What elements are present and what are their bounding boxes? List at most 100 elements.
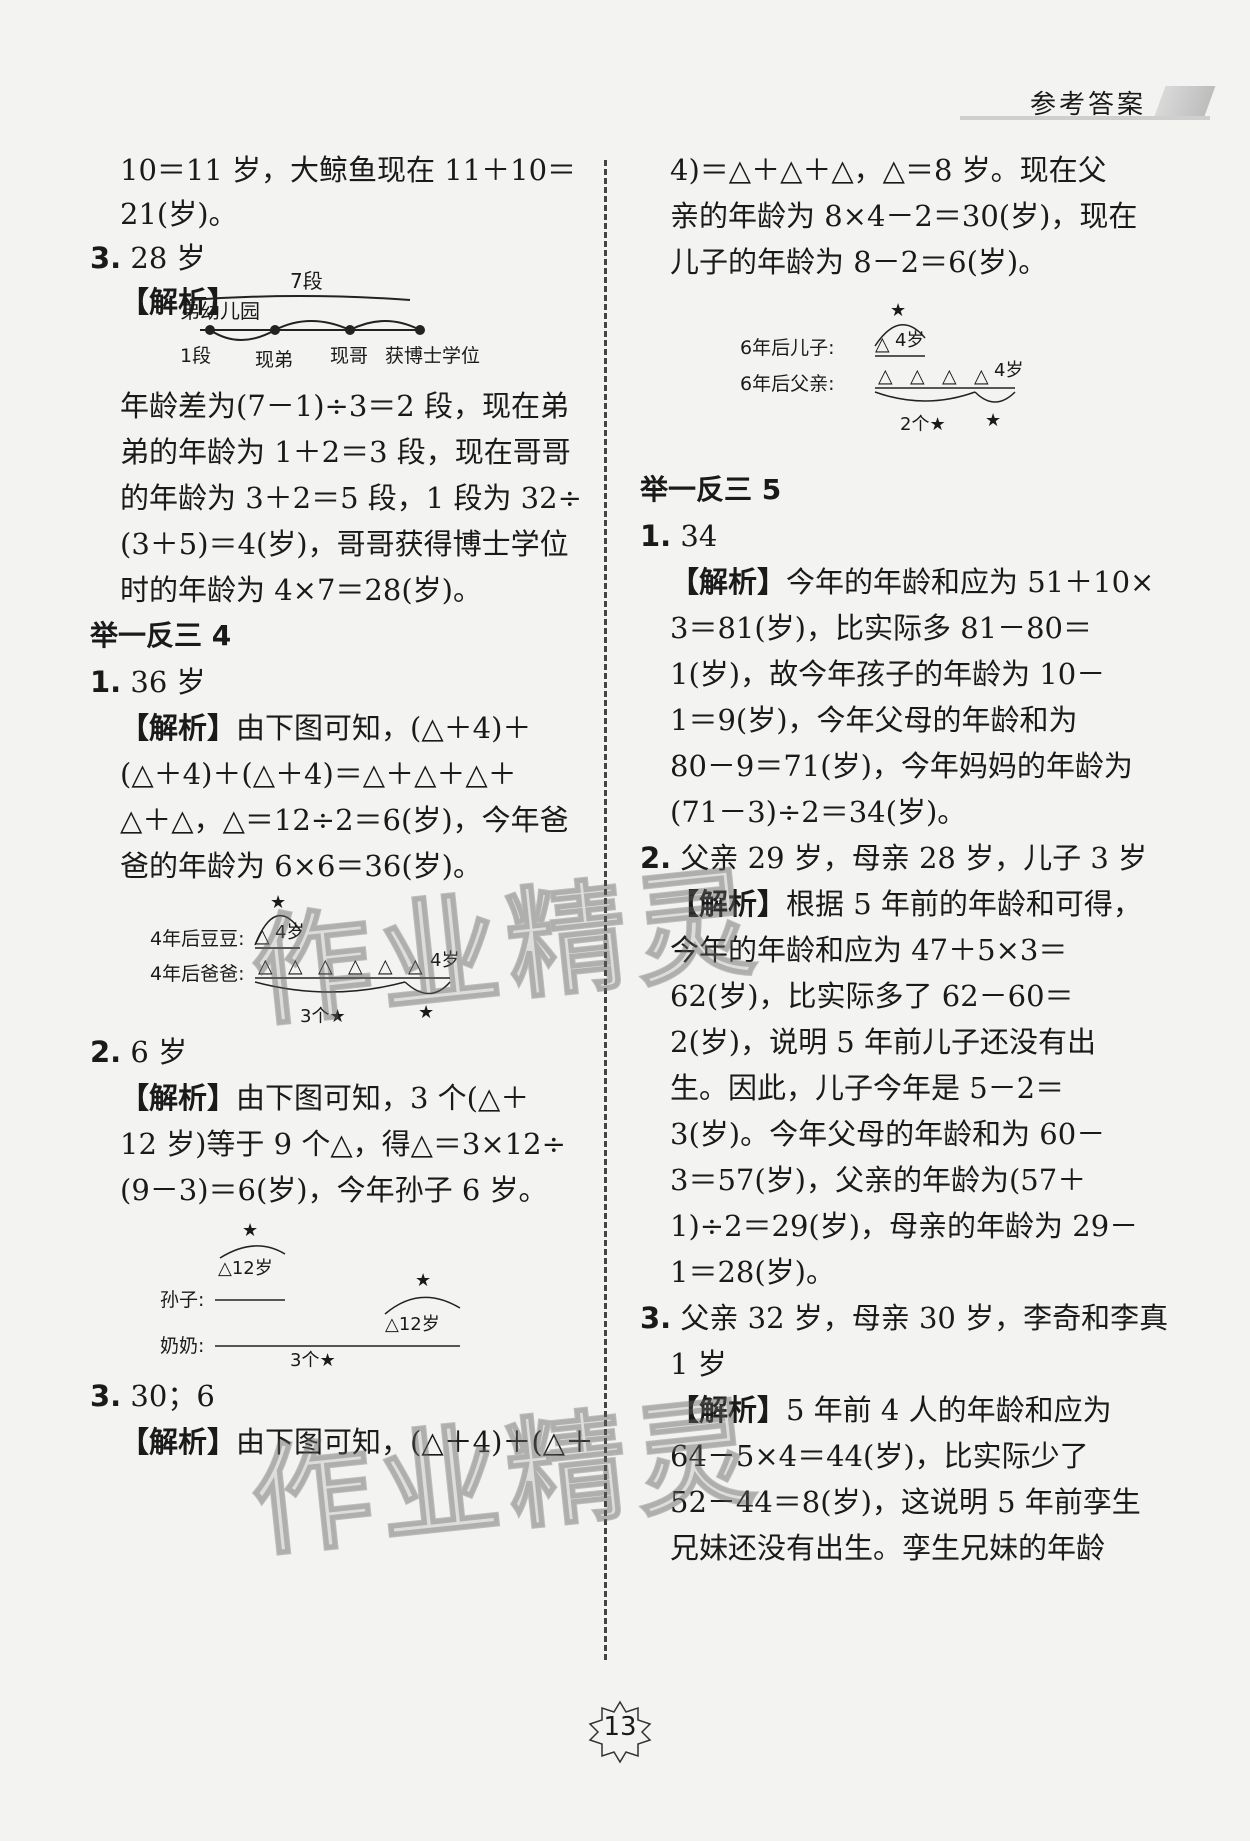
text-line: 生。因此，儿子今年是 5－2＝: [670, 1071, 1065, 1105]
diagram-label: 弟幼儿园: [180, 299, 260, 323]
diagram-label: △: [288, 955, 303, 977]
text-line: 由下图可知，(△＋4)＋: [236, 711, 532, 745]
diagram-label: △: [378, 955, 393, 977]
analysis-line: 【解析】今年的年龄和应为 51＋10×: [640, 562, 1154, 602]
answer-item: 1. 36 岁: [90, 662, 206, 702]
answer-item: 1. 34: [640, 516, 717, 556]
diagram-label: △12岁: [385, 1314, 440, 1335]
item-number: 2.: [640, 841, 672, 875]
diagram-label: △: [348, 955, 363, 977]
analysis-tag: 【解析】: [120, 285, 237, 319]
star-icon: ★: [415, 1270, 431, 1291]
answer-item: 3. 父亲 32 岁，母亲 30 岁，李奇和李真: [640, 1298, 1168, 1338]
text-line: 2(岁)，说明 5 年前儿子还没有出: [670, 1025, 1096, 1059]
diagram-label: △12岁: [218, 1258, 273, 1279]
answer-text: 6 岁: [130, 1035, 188, 1069]
diagram-label: 孙子:: [160, 1289, 204, 1311]
diagram-label: △: [910, 365, 925, 387]
text-line: 4)＝△＋△＋△，△＝8 岁。现在父: [670, 153, 1107, 187]
column-divider: [604, 160, 607, 1660]
text-line: 年龄差为(7－1)÷3＝2 段，现在弟: [120, 389, 569, 423]
diagram-label: 获博士学位: [385, 345, 480, 367]
text-line: 今年的年龄和应为 51＋10×: [786, 565, 1155, 599]
text-line: 1)÷2＝29(岁)，母亲的年龄为 29－: [670, 1209, 1139, 1243]
text-line: (9－3)＝6(岁)，今年孙子 6 岁。: [120, 1173, 548, 1207]
item-number: 1.: [90, 665, 122, 699]
text-line: 62(岁)，比实际多了 62－60＝: [670, 979, 1074, 1013]
diagram-label: △: [408, 955, 423, 977]
answer-item: 2. 6 岁: [90, 1032, 187, 1072]
text-line: 由下图可知，(△＋4)＋(△＋: [236, 1425, 595, 1459]
diagram-label: △: [942, 365, 957, 387]
text-line: 1＝9(岁)，今年父母的年龄和为: [670, 703, 1078, 737]
analysis-line: 【解析】根据 5 年前的年龄和可得，: [640, 884, 1142, 924]
item-number: 1.: [640, 519, 672, 553]
analysis-line: 【解析】由下图可知，(△＋4)＋: [90, 708, 531, 748]
text-line: 52－44＝8(岁)，这说明 5 年前孪生: [670, 1485, 1141, 1519]
item-number: 2.: [90, 1035, 122, 1069]
text-line: 儿子的年龄为 8－2＝6(岁)。: [670, 245, 1048, 279]
answer-text: 28 岁: [130, 241, 206, 275]
section-heading: 举一反三 4: [90, 619, 232, 652]
item-number: 3.: [90, 1379, 122, 1413]
text-line: 根据 5 年前的年龄和可得，: [786, 887, 1142, 921]
text-line: 时的年龄为 4×7＝28(岁)。: [120, 573, 482, 607]
item-number: 3.: [640, 1301, 672, 1335]
text-line: 的年龄为 3＋2＝5 段，1 段为 32÷: [120, 481, 582, 515]
age-diagram-dou: ★ 4年后豆豆: △ 4岁 4年后爸爸: △ △ △ △ △ △ 4岁 3个★ …: [150, 892, 459, 1027]
diagram-label: 1段: [180, 345, 211, 367]
diagram-label: 4岁: [430, 950, 459, 971]
text-line: (71－3)÷2＝34(岁)。: [670, 795, 967, 829]
page-number-badge-icon: [588, 1700, 652, 1764]
diagram-label: 7段: [290, 270, 323, 293]
age-diagram-son: ★ 6年后儿子: △ 4岁 6年后父亲: △ △ △ △ 4岁 2个★ ★: [740, 300, 1023, 435]
diagram-label: 4岁: [275, 922, 304, 943]
diagram-label: △: [875, 333, 890, 355]
diagram-label: △: [318, 955, 333, 977]
analysis-line: 【解析】5 年前 4 人的年龄和应为: [640, 1390, 1112, 1430]
analysis-tag: 【解析】: [120, 1425, 237, 1459]
diagram-label: △: [878, 365, 893, 387]
header-rule: [960, 116, 1210, 120]
diagram-label: △: [255, 925, 270, 947]
star-icon: ★: [242, 1220, 258, 1241]
diagram-label: 4年后爸爸:: [150, 963, 245, 985]
text-line: (3＋5)＝4(岁)，哥哥获得博士学位: [120, 527, 569, 561]
diagram-label: 现哥: [330, 345, 368, 367]
diagram-label: 现弟: [255, 349, 293, 371]
answer-text: 父亲 32 岁，母亲 30 岁，李奇和李真: [680, 1301, 1169, 1335]
text-line: 1＝28(岁)。: [670, 1255, 835, 1289]
diagram-label: 4年后豆豆:: [150, 928, 245, 950]
text-line: 3(岁)。今年父母的年龄和为 60－: [670, 1117, 1106, 1151]
age-diagram-grandson: ★ △12岁 孙子: ★ △12岁 奶奶: 3个★: [160, 1220, 461, 1368]
text-line: 今年的年龄和应为 47＋5×3＝: [670, 933, 1068, 967]
diagram-label: 4岁: [895, 330, 924, 351]
text-line: (△＋4)＋(△＋4)＝△＋△＋△＋: [120, 757, 517, 791]
text-line: 64－5×4＝44(岁)，比实际少了: [670, 1439, 1089, 1473]
text-line: 21(岁)。: [120, 197, 238, 231]
diagram-label: 奶奶:: [160, 1335, 204, 1357]
answer-text: 36 岁: [130, 665, 206, 699]
analysis-tag: 【解析】: [120, 1081, 237, 1115]
text-line: 10＝11 岁，大鲸鱼现在 11＋10＝: [120, 153, 577, 187]
diagram-label: △: [974, 365, 989, 387]
page-number: 13: [603, 1712, 637, 1742]
item-number: 3.: [90, 241, 122, 275]
analysis-line: 【解析】由下图可知，3 个(△＋: [90, 1078, 529, 1118]
diagram-label: △: [258, 955, 273, 977]
text-line: 5 年前 4 人的年龄和应为: [786, 1393, 1112, 1427]
segment-diagram: 7段 弟幼儿园 1段 现弟 现哥 获博士学位: [180, 270, 480, 371]
text-line: 3＝81(岁)，比实际多 81－80＝: [670, 611, 1093, 645]
answer-item: 2. 父亲 29 岁，母亲 28 岁，儿子 3 岁: [640, 838, 1147, 878]
star-icon: ★: [985, 410, 1001, 431]
text-line: 亲的年龄为 8×4－2＝30(岁)，现在: [670, 199, 1138, 233]
diagram-label: 6年后儿子:: [740, 337, 835, 359]
text-line: 1 岁: [670, 1347, 727, 1381]
analysis-tag: 【解析】: [670, 1393, 787, 1427]
star-icon: ★: [270, 892, 286, 913]
text-line: 弟的年龄为 1＋2＝3 段，现在哥哥: [120, 435, 571, 469]
answer-item: 3. 28 岁: [90, 238, 206, 278]
analysis-tag: 【解析】: [670, 887, 787, 921]
text-line: 兄妹还没有出生。孪生兄妹的年龄: [670, 1531, 1106, 1565]
